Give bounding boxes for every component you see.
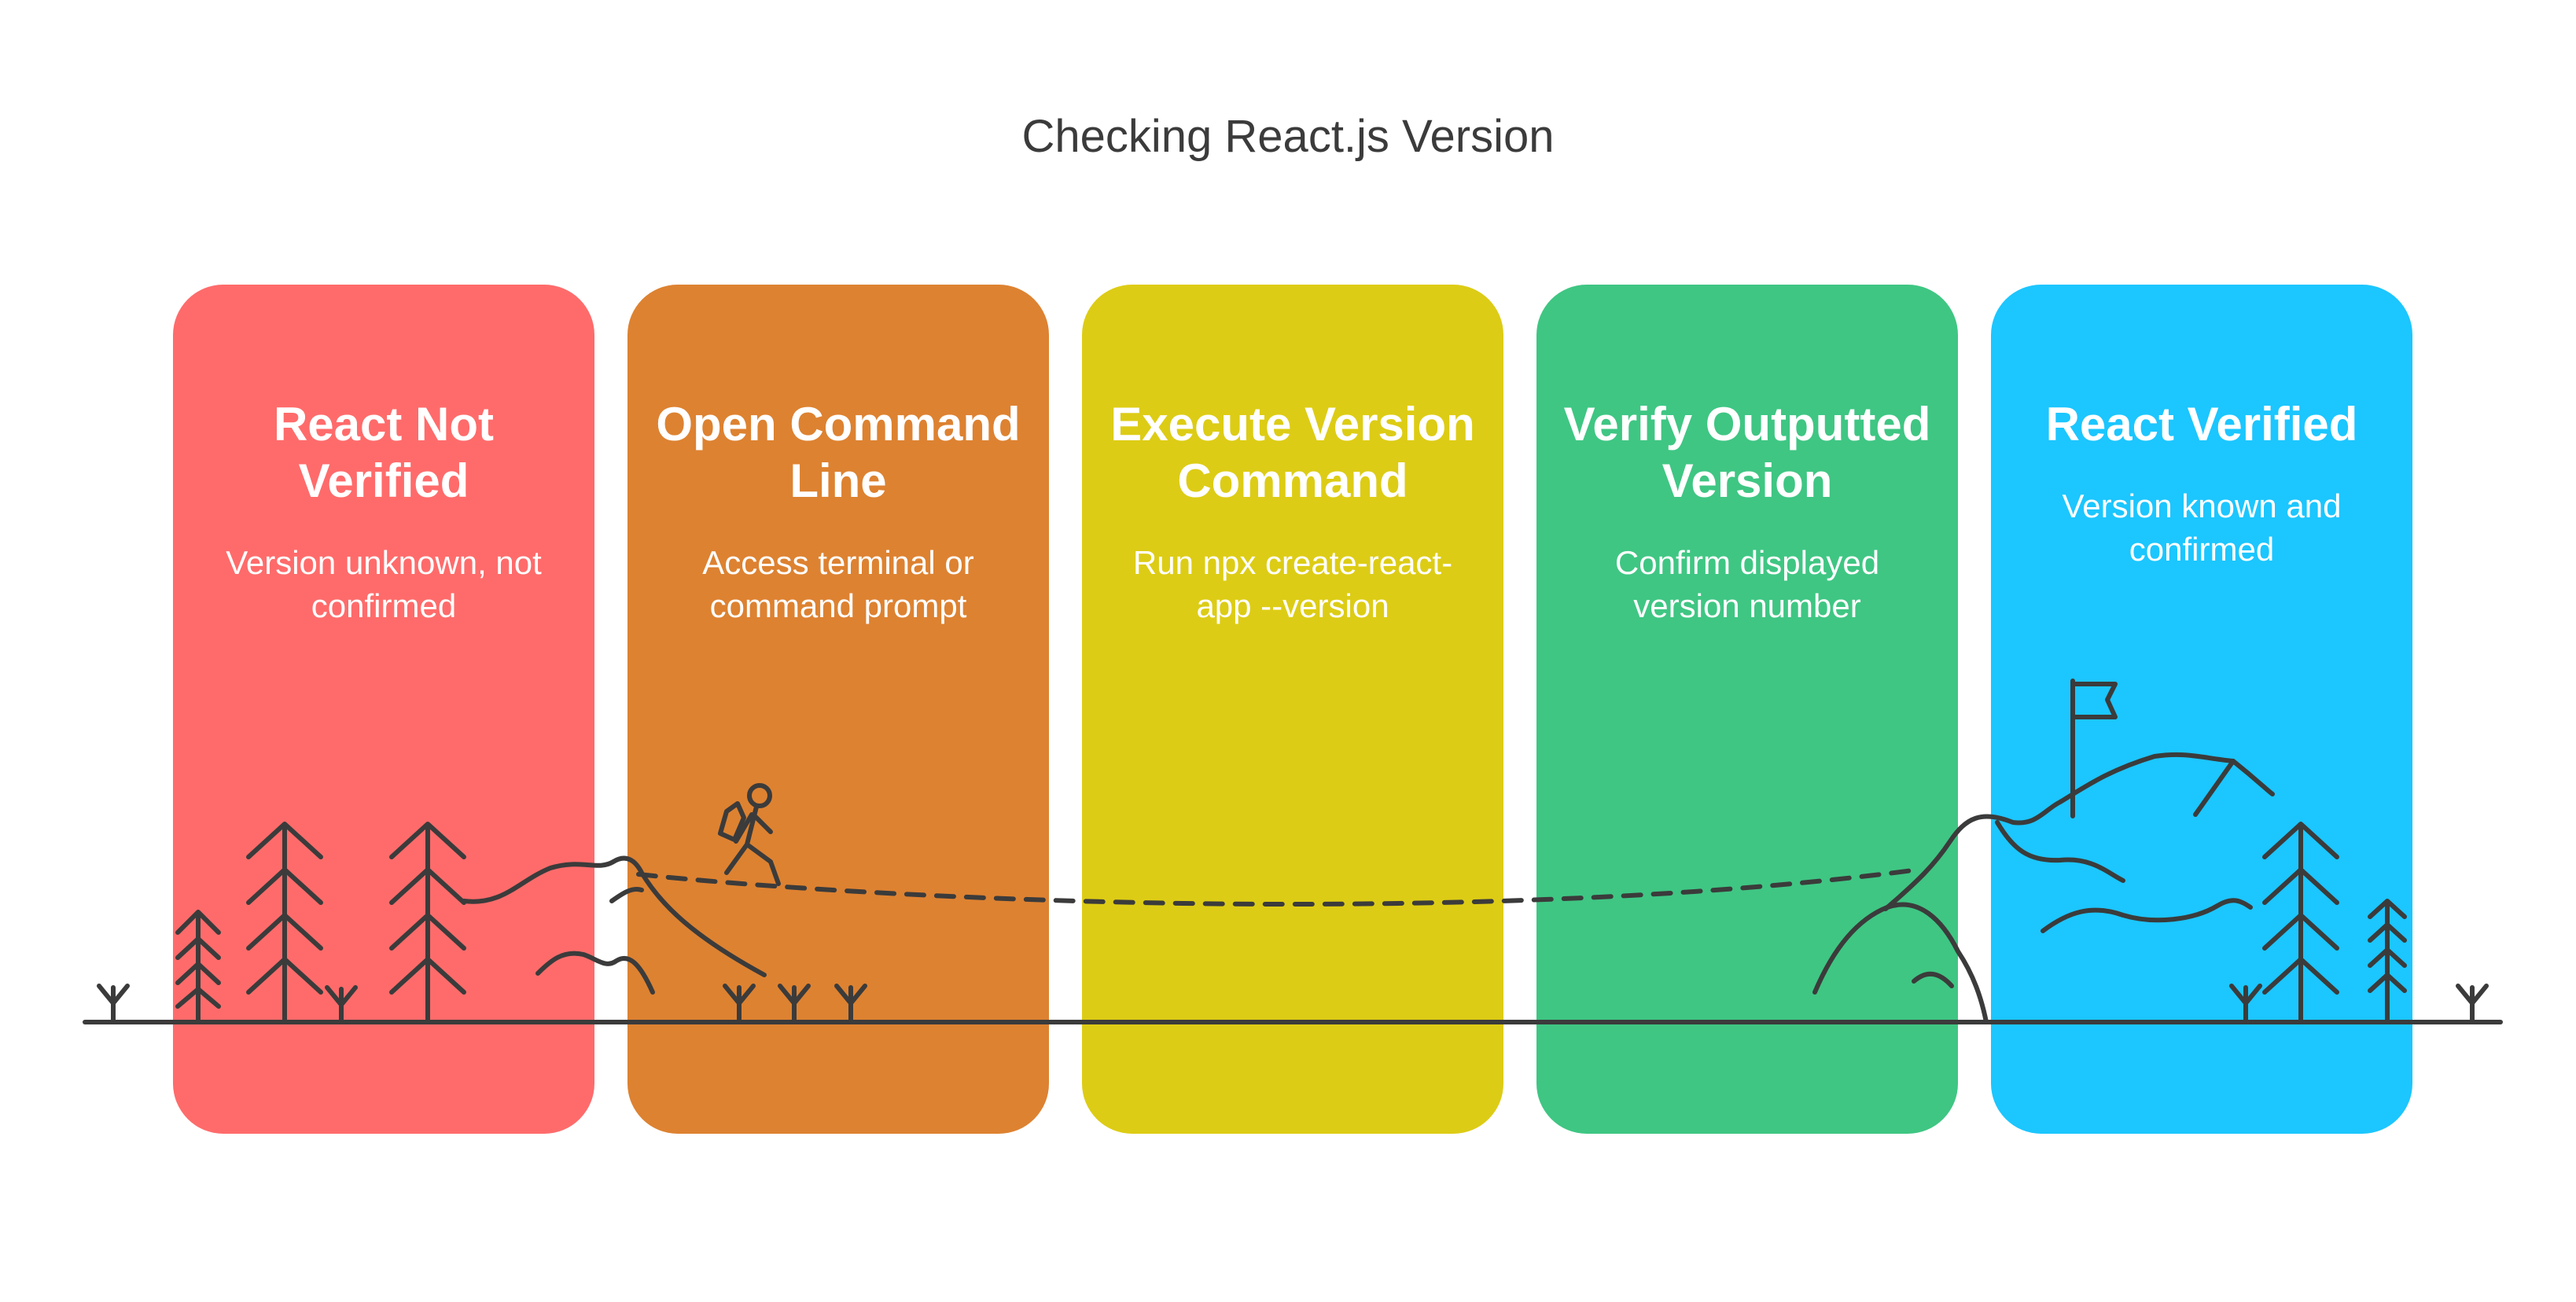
step-title-line: React Verified bbox=[2045, 398, 2358, 451]
step-description: Run npx create-react- app --version bbox=[1101, 541, 1485, 627]
step-title-line: Verify Outputted bbox=[1563, 398, 1931, 451]
step-title: Execute Version Command bbox=[1098, 396, 1488, 509]
step-description: Version unknown, not confirmed bbox=[192, 541, 576, 627]
step-title-line: Version bbox=[1662, 454, 1833, 507]
step-title-line: Command bbox=[1177, 454, 1408, 507]
trail-path bbox=[636, 867, 1921, 907]
step-title-line: Execute Version bbox=[1110, 398, 1475, 451]
step-description-line: confirmed bbox=[2129, 531, 2275, 568]
tree-icon bbox=[175, 910, 221, 1024]
step-description: Version known and confirmed bbox=[2010, 484, 2394, 571]
step-description-line: Version known and bbox=[2062, 487, 2342, 524]
step-title: React Verified bbox=[2007, 396, 2397, 453]
step-description: Confirm displayed version number bbox=[1555, 541, 1939, 627]
step-description-line: Confirm displayed bbox=[1614, 544, 1880, 581]
grass-icon bbox=[97, 984, 2489, 1024]
diagram-title: Checking React.js Version bbox=[1021, 111, 1555, 162]
step-card-react-verified: React Verified Version known and confirm… bbox=[1991, 285, 2412, 1134]
step-card-execute-version-command: Execute Version Command Run npx create-r… bbox=[1082, 285, 1503, 1134]
step-title-line: Verified bbox=[298, 454, 469, 507]
step-card-react-not-verified: React Not Verified Version unknown, not … bbox=[173, 285, 594, 1134]
step-description: Access terminal or command prompt bbox=[646, 541, 1030, 627]
tree-icon bbox=[2368, 899, 2407, 1024]
step-title-line: React Not bbox=[273, 398, 495, 451]
mountain-icon bbox=[1812, 752, 2275, 1024]
step-description-line: confirmed bbox=[311, 587, 457, 624]
step-card-verify-outputted-version: Verify Outputted Version Confirm display… bbox=[1536, 285, 1958, 1134]
step-description-line: Access terminal or bbox=[702, 544, 974, 581]
tree-icon bbox=[389, 822, 466, 1024]
step-title: Verify Outputted Version bbox=[1552, 396, 1942, 509]
step-description-line: version number bbox=[1633, 587, 1861, 624]
flag-icon bbox=[2070, 679, 2118, 818]
step-description-line: Run npx create-react- bbox=[1132, 544, 1453, 581]
step-title-line: Open Command bbox=[656, 398, 1021, 451]
tree-icon bbox=[2262, 822, 2339, 1024]
mountain-icon bbox=[462, 855, 767, 995]
step-description-line: app --version bbox=[1196, 587, 1389, 624]
hiker-icon bbox=[718, 783, 781, 886]
step-title-line: Line bbox=[789, 454, 887, 507]
step-description-line: command prompt bbox=[709, 587, 967, 624]
step-title: React Not Verified bbox=[189, 396, 579, 509]
tree-icon bbox=[246, 822, 323, 1024]
step-card-open-command-line: Open Command Line Access terminal or com… bbox=[627, 285, 1049, 1134]
step-title: Open Command Line bbox=[643, 396, 1033, 509]
step-description-line: Version unknown, not bbox=[226, 544, 542, 581]
